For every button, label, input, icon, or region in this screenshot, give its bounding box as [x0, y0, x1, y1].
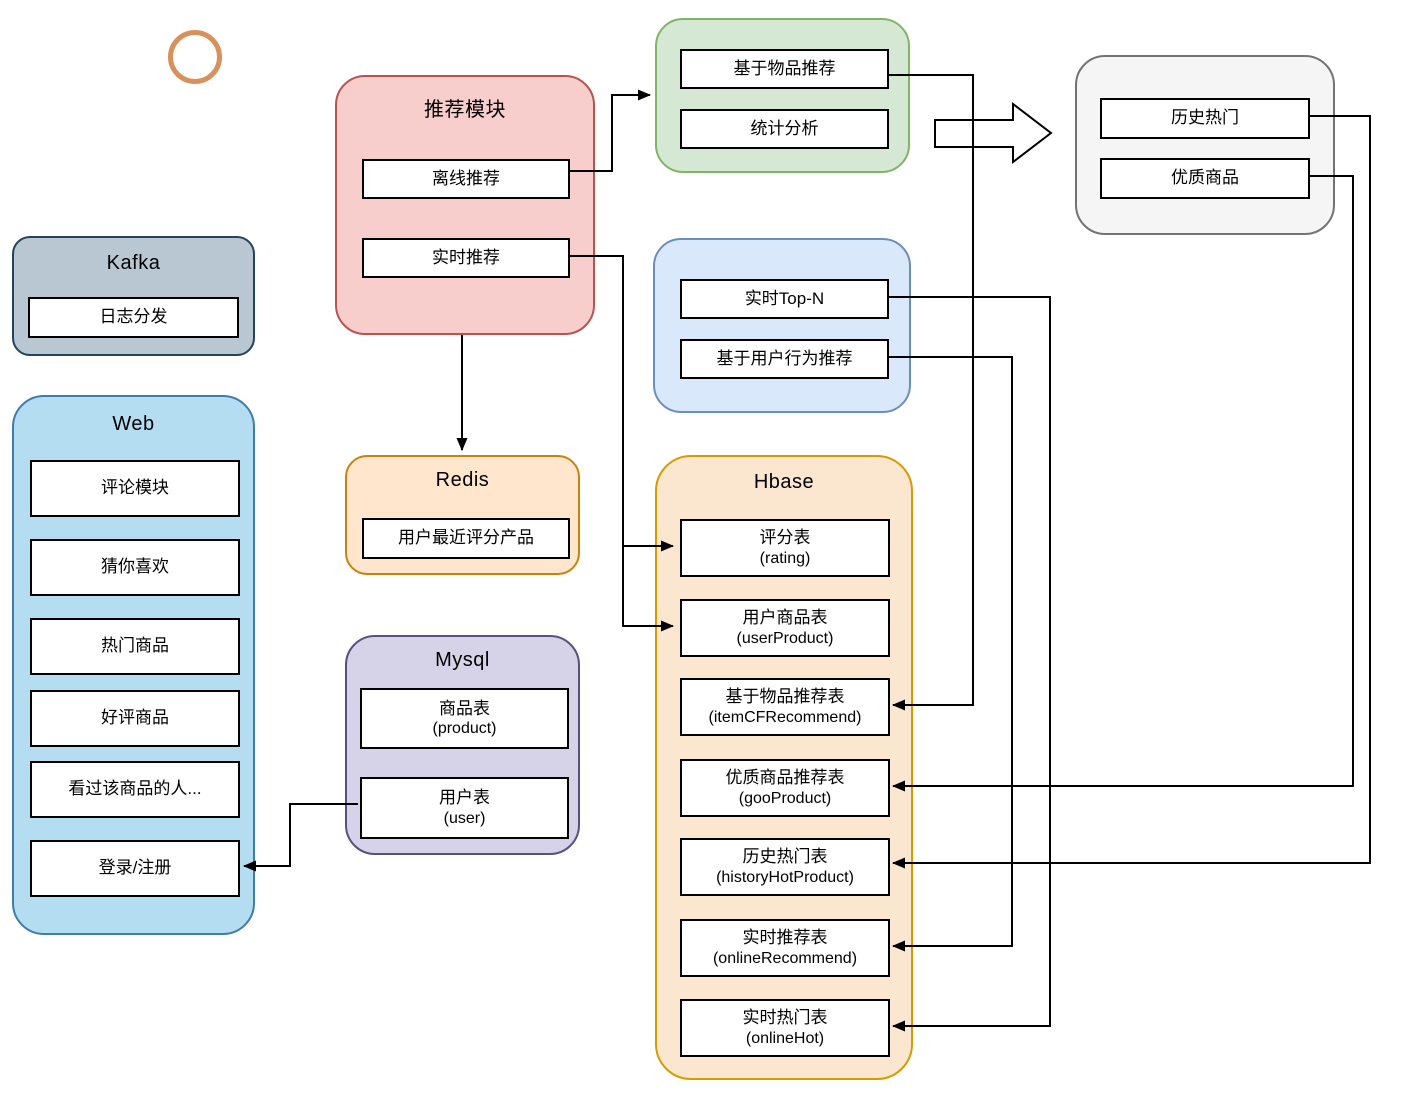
history-group: 历史热门 优质商品	[1075, 55, 1335, 235]
node-comment-module: 评论模块	[30, 460, 240, 517]
node-goo-product-table: 优质商品推荐表 (gooProduct)	[680, 759, 890, 817]
node-sublabel: (onlineHot)	[745, 1029, 825, 1047]
web-group: Web 评论模块 猜你喜欢 热门商品 好评商品 看过该商品的人... 登录/注册	[12, 395, 255, 935]
node-sublabel: (historyHotProduct)	[716, 868, 854, 886]
redis-title: Redis	[435, 469, 490, 491]
node-label: 基于物品推荐表	[725, 687, 845, 707]
block-arrow-to-history	[934, 101, 1053, 165]
node-well-rated-products: 好评商品	[30, 690, 240, 747]
node-item-based-recommend: 基于物品推荐	[680, 49, 889, 89]
mysql-group: Mysql 商品表 (product) 用户表 (user)	[345, 635, 580, 855]
node-user-behavior-recommend: 基于用户行为推荐	[680, 339, 889, 379]
node-label: 用户商品表	[742, 608, 828, 628]
offline-output-group: 基于物品推荐 统计分析	[655, 18, 910, 173]
orange-circle-marker	[168, 30, 222, 84]
node-label: 优质商品推荐表	[725, 768, 845, 788]
recommend-module-title: 推荐模块	[424, 99, 506, 121]
node-sublabel: (gooProduct)	[738, 789, 832, 807]
node-user-product-table: 用户商品表 (userProduct)	[680, 599, 890, 657]
kafka-title: Kafka	[106, 252, 161, 274]
node-history-hot-table: 历史热门表 (historyHotProduct)	[680, 838, 890, 896]
realtime-output-group: 实时Top-N 基于用户行为推荐	[653, 238, 911, 413]
node-realtime-topn: 实时Top-N	[680, 279, 889, 319]
node-user-recent-rated: 用户最近评分产品	[362, 518, 570, 559]
node-login-register: 登录/注册	[30, 840, 240, 897]
node-people-who-viewed: 看过该商品的人...	[30, 761, 240, 818]
node-label: 历史热门表	[742, 847, 828, 867]
mysql-title: Mysql	[435, 649, 490, 671]
node-log-dispatch: 日志分发	[28, 297, 239, 338]
edge-quality-to-gooproduct-table	[892, 175, 1354, 792]
redis-group: Redis 用户最近评分产品	[345, 455, 580, 575]
node-guess-you-like: 猜你喜欢	[30, 539, 240, 596]
node-product-table: 商品表 (product)	[360, 688, 569, 749]
node-label: 用户表	[439, 788, 490, 808]
node-offline-recommend: 离线推荐	[362, 159, 570, 199]
kafka-group: Kafka 日志分发	[12, 236, 255, 356]
node-rating-table: 评分表 (rating)	[680, 519, 890, 577]
node-hot-products: 热门商品	[30, 618, 240, 675]
node-statistic-analysis: 统计分析	[680, 109, 889, 149]
node-sublabel: (product)	[432, 720, 497, 738]
node-online-recommend-table: 实时推荐表 (onlineRecommend)	[680, 919, 890, 977]
node-label: 实时推荐表	[742, 928, 828, 948]
hbase-group: Hbase 评分表 (rating) 用户商品表 (userProduct) 基…	[655, 455, 913, 1080]
edge-usertable-to-login	[243, 803, 358, 872]
node-label: 实时热门表	[742, 1008, 828, 1028]
node-label: 评分表	[759, 528, 811, 548]
node-realtime-recommend: 实时推荐	[362, 238, 570, 278]
hbase-title: Hbase	[753, 471, 815, 493]
recommend-module-group: 推荐模块 离线推荐 实时推荐	[335, 75, 595, 335]
node-sublabel: (onlineRecommend)	[712, 949, 858, 967]
node-sublabel: (user)	[443, 809, 486, 827]
node-label: 商品表	[439, 698, 490, 718]
node-online-hot-table: 实时热门表 (onlineHot)	[680, 999, 890, 1057]
node-sublabel: (userProduct)	[736, 629, 834, 647]
web-title: Web	[112, 413, 155, 435]
node-itemcf-recommend-table: 基于物品推荐表 (itemCFRecommend)	[680, 678, 890, 736]
node-user-table: 用户表 (user)	[360, 777, 569, 839]
node-quality-product: 优质商品	[1100, 158, 1310, 199]
node-sublabel: (itemCFRecommend)	[708, 708, 862, 726]
node-history-hot: 历史热门	[1100, 98, 1310, 139]
node-sublabel: (rating)	[759, 549, 811, 567]
